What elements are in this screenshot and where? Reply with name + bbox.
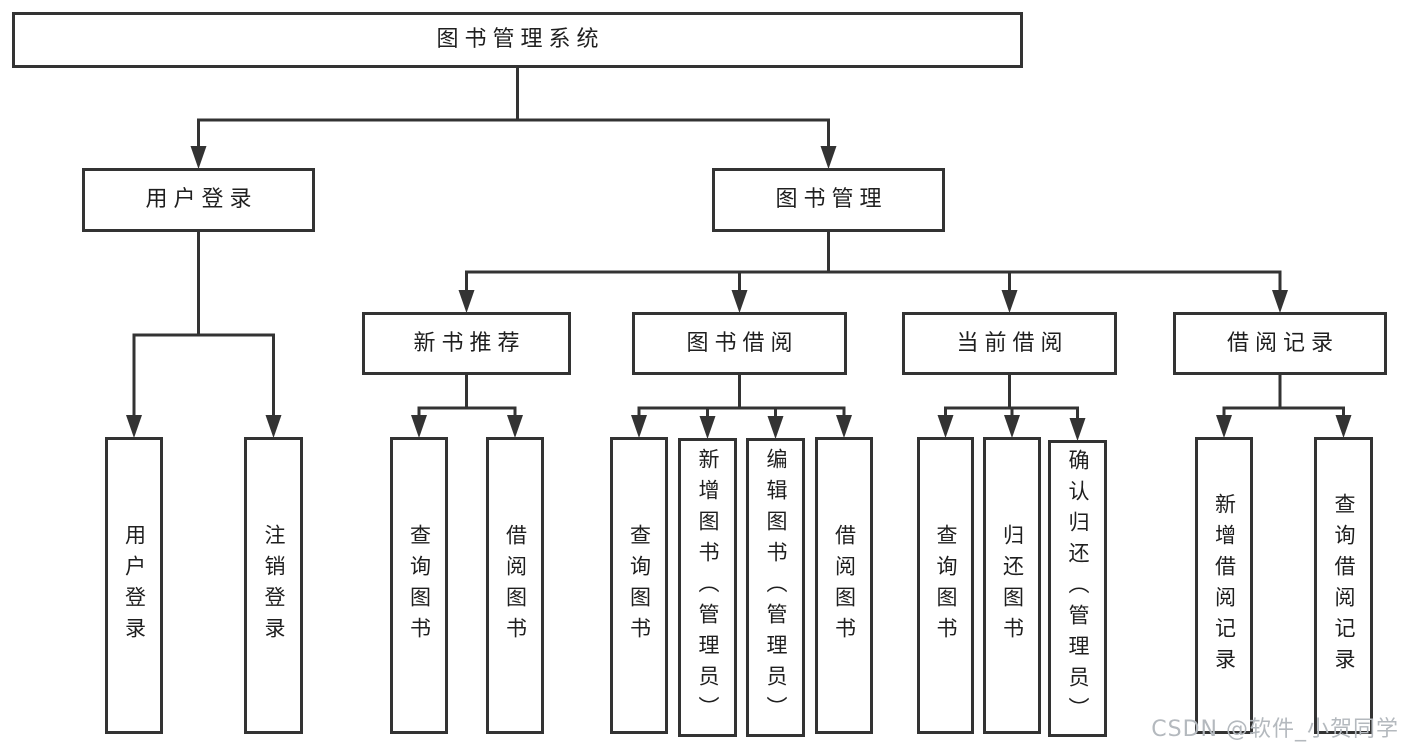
- node-leaf-return-book: 归还图书: [983, 437, 1041, 734]
- node-label-leaf-add-record: 新增借阅记录: [1212, 492, 1237, 679]
- node-leaf-edit-book: 编辑图书（管理员）: [746, 438, 805, 737]
- node-label-root: 图书管理系统: [436, 27, 605, 52]
- node-label-leaf-add-book: 新增图书（管理员）: [696, 448, 720, 727]
- node-label-leaf-logout: 注销登录: [262, 523, 286, 648]
- node-leaf-query-book-3: 查询图书: [917, 437, 974, 734]
- node-label-leaf-borrow-book-1: 借阅图书: [503, 523, 528, 648]
- node-label-book-mgmt: 图书管理: [775, 187, 888, 212]
- node-leaf-add-record: 新增借阅记录: [1195, 437, 1253, 734]
- node-leaf-logout: 注销登录: [244, 437, 303, 734]
- node-label-leaf-query-record: 查询借阅记录: [1332, 492, 1356, 679]
- node-label-user-login: 用户登录: [145, 187, 258, 212]
- node-label-current-borrow: 当前借阅: [956, 330, 1069, 356]
- node-leaf-confirm-return: 确认归还（管理员）: [1048, 440, 1107, 737]
- node-label-new-books: 新书推荐: [413, 330, 526, 356]
- node-label-leaf-query-book-3: 查询图书: [934, 523, 958, 648]
- node-label-leaf-return-book: 归还图书: [1000, 523, 1025, 648]
- node-leaf-query-book-2: 查询图书: [610, 437, 668, 734]
- node-leaf-query-record: 查询借阅记录: [1314, 437, 1373, 734]
- node-label-leaf-query-book-2: 查询图书: [627, 523, 652, 648]
- node-leaf-user-login: 用户登录: [105, 437, 163, 734]
- node-root: 图书管理系统: [12, 12, 1023, 68]
- node-current-borrow: 当前借阅: [902, 312, 1117, 375]
- node-book-borrow: 图书借阅: [632, 312, 847, 375]
- node-borrow-records: 借阅记录: [1173, 312, 1387, 375]
- node-book-mgmt: 图书管理: [712, 168, 945, 232]
- node-leaf-add-book: 新增图书（管理员）: [678, 438, 737, 737]
- node-new-books: 新书推荐: [362, 312, 571, 375]
- node-label-leaf-query-book-1: 查询图书: [407, 523, 432, 648]
- node-label-leaf-confirm-return: 确认归还（管理员）: [1066, 449, 1090, 728]
- node-label-leaf-edit-book: 编辑图书（管理员）: [764, 448, 788, 727]
- node-leaf-query-book-1: 查询图书: [390, 437, 448, 734]
- node-label-book-borrow: 图书借阅: [686, 330, 799, 356]
- node-user-login: 用户登录: [82, 168, 315, 232]
- node-label-leaf-user-login: 用户登录: [122, 523, 147, 648]
- node-label-leaf-borrow-book-2: 借阅图书: [832, 523, 857, 648]
- node-leaf-borrow-book-2: 借阅图书: [815, 437, 873, 734]
- node-leaf-borrow-book-1: 借阅图书: [486, 437, 544, 734]
- node-label-borrow-records: 借阅记录: [1226, 330, 1339, 356]
